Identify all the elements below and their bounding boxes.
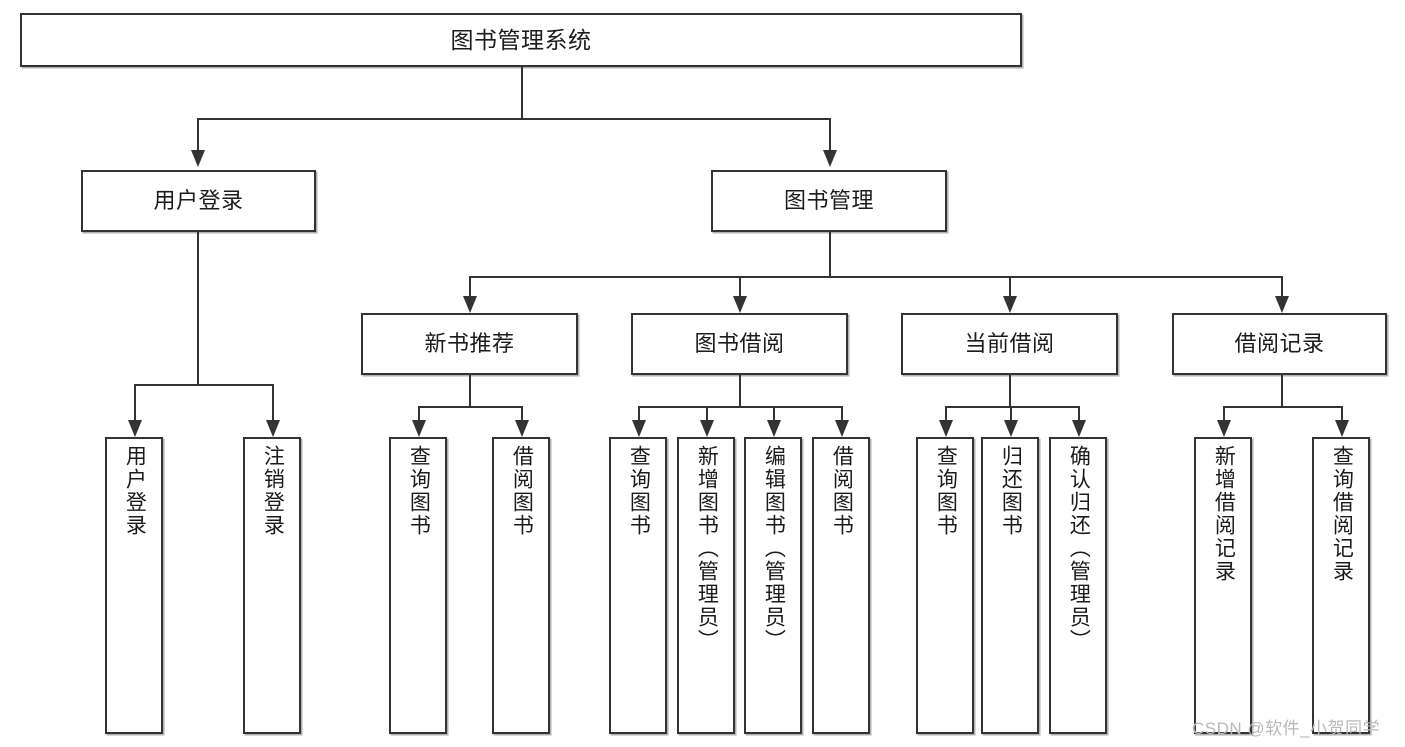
leaf-book-borrow-add-book[interactable]: 新增图书（管理员） — [677, 437, 735, 734]
connector-drop-lvl3-3 — [1009, 276, 1011, 296]
connector-drop-bb-3 — [773, 406, 775, 420]
connector-drop-login-1 — [134, 384, 136, 420]
connector-drop-book-management — [829, 118, 831, 150]
connector-drop-bb-2 — [706, 406, 708, 420]
leaf-new-book-query-book[interactable]: 查询图书 — [389, 437, 447, 734]
node-label: 查询图书 — [627, 445, 651, 537]
connector-drop-login-2 — [272, 384, 274, 420]
connector-stem-borrow-record — [1281, 375, 1283, 406]
node-label: 图书管理系统 — [450, 26, 592, 53]
leaf-user-login-login[interactable]: 用户登录 — [105, 437, 163, 734]
arrowhead-br-1 — [1217, 420, 1231, 437]
connector-stem-user-login — [197, 232, 199, 384]
arrowhead-user-login — [191, 150, 205, 167]
arrowhead-bb-4 — [835, 420, 849, 437]
connector-stem-current-borrow — [1009, 375, 1011, 406]
node-book-borrow[interactable]: 图书借阅 — [631, 313, 848, 375]
arrowhead-book-management — [823, 150, 837, 167]
connector-bus-book-borrow — [638, 406, 841, 408]
connector-bus-borrow-record — [1223, 406, 1341, 408]
connector-drop-br-1 — [1223, 406, 1225, 420]
node-label: 查询图书 — [934, 445, 958, 537]
leaf-book-borrow-query-book[interactable]: 查询图书 — [609, 437, 667, 734]
node-label: 图书借阅 — [694, 331, 785, 357]
arrowhead-nbr-1 — [412, 420, 426, 437]
arrowhead-cb-3 — [1072, 420, 1086, 437]
connector-drop-lvl3-2 — [739, 276, 741, 296]
connector-drop-bb-1 — [638, 406, 640, 420]
node-label: 新书推荐 — [424, 331, 515, 357]
connector-bus-book-management — [469, 276, 1281, 278]
node-label: 编辑图书（管理员） — [762, 445, 786, 652]
arrowhead-bb-2 — [700, 420, 714, 437]
csdn-watermark: CSDN @软件_小贺同学 — [1192, 719, 1381, 738]
node-current-borrow[interactable]: 当前借阅 — [901, 313, 1118, 375]
arrowhead-lvl3-2 — [733, 296, 747, 313]
node-book-management[interactable]: 图书管理 — [711, 170, 947, 232]
node-label: 归还图书 — [999, 445, 1023, 537]
connector-drop-cb-2 — [1010, 406, 1012, 420]
node-borrow-record[interactable]: 借阅记录 — [1172, 313, 1387, 375]
node-label: 借阅图书 — [510, 445, 534, 537]
node-label: 用户登录 — [123, 445, 147, 537]
connector-drop-cb-1 — [945, 406, 947, 420]
leaf-book-borrow-borrow-book[interactable]: 借阅图书 — [812, 437, 870, 734]
connector-root-stem — [521, 67, 523, 118]
leaf-current-borrow-confirm-return[interactable]: 确认归还（管理员） — [1049, 437, 1107, 734]
node-label: 注销登录 — [261, 445, 285, 537]
leaf-borrow-record-add-record[interactable]: 新增借阅记录 — [1194, 437, 1252, 734]
node-label: 借阅记录 — [1234, 331, 1325, 357]
connector-drop-nbr-2 — [521, 406, 523, 420]
arrowhead-bb-3 — [767, 420, 781, 437]
leaf-book-borrow-edit-book[interactable]: 编辑图书（管理员） — [744, 437, 802, 734]
connector-drop-lvl3-1 — [469, 276, 471, 296]
leaf-new-book-borrow-book[interactable]: 借阅图书 — [492, 437, 550, 734]
leaf-borrow-record-query-record[interactable]: 查询借阅记录 — [1312, 437, 1370, 734]
arrowhead-login-1 — [128, 420, 142, 437]
node-label: 查询图书 — [407, 445, 431, 537]
node-root-book-management-system[interactable]: 图书管理系统 — [20, 13, 1022, 67]
connector-stem-book-borrow — [739, 375, 741, 406]
node-label: 当前借阅 — [964, 331, 1055, 357]
node-label: 查询借阅记录 — [1330, 445, 1354, 583]
node-new-book-recommend[interactable]: 新书推荐 — [361, 313, 578, 375]
connector-stem-new-book-recommend — [469, 375, 471, 406]
leaf-user-login-logout[interactable]: 注销登录 — [243, 437, 301, 734]
arrowhead-lvl3-1 — [463, 296, 477, 313]
arrowhead-cb-1 — [939, 420, 953, 437]
node-user-login[interactable]: 用户登录 — [81, 170, 316, 232]
connector-drop-bb-4 — [841, 406, 843, 420]
node-label: 借阅图书 — [830, 445, 854, 537]
node-label: 图书管理 — [783, 188, 874, 214]
arrowhead-bb-1 — [632, 420, 646, 437]
node-label: 新增图书（管理员） — [695, 445, 719, 652]
connector-drop-cb-3 — [1078, 406, 1080, 420]
arrowhead-login-2 — [266, 420, 280, 437]
leaf-current-borrow-query-book[interactable]: 查询图书 — [916, 437, 974, 734]
arrowhead-lvl3-3 — [1003, 296, 1017, 313]
connector-drop-br-2 — [1341, 406, 1343, 420]
connector-bus-new-book-recommend — [418, 406, 521, 408]
arrowhead-cb-2 — [1004, 420, 1018, 437]
arrowhead-br-2 — [1335, 420, 1349, 437]
connector-bus-user-login — [134, 384, 272, 386]
connector-drop-user-login — [197, 118, 199, 150]
node-label: 用户登录 — [153, 188, 244, 214]
connector-drop-lvl3-4 — [1281, 276, 1283, 296]
node-label: 新增借阅记录 — [1212, 445, 1236, 583]
leaf-current-borrow-return-book[interactable]: 归还图书 — [981, 437, 1039, 734]
connector-stem-book-management — [829, 232, 831, 276]
arrowhead-lvl3-4 — [1275, 296, 1289, 313]
connector-drop-nbr-1 — [418, 406, 420, 420]
connector-root-bus — [197, 118, 829, 120]
arrowhead-nbr-2 — [515, 420, 529, 437]
node-label: 确认归还（管理员） — [1067, 445, 1091, 652]
